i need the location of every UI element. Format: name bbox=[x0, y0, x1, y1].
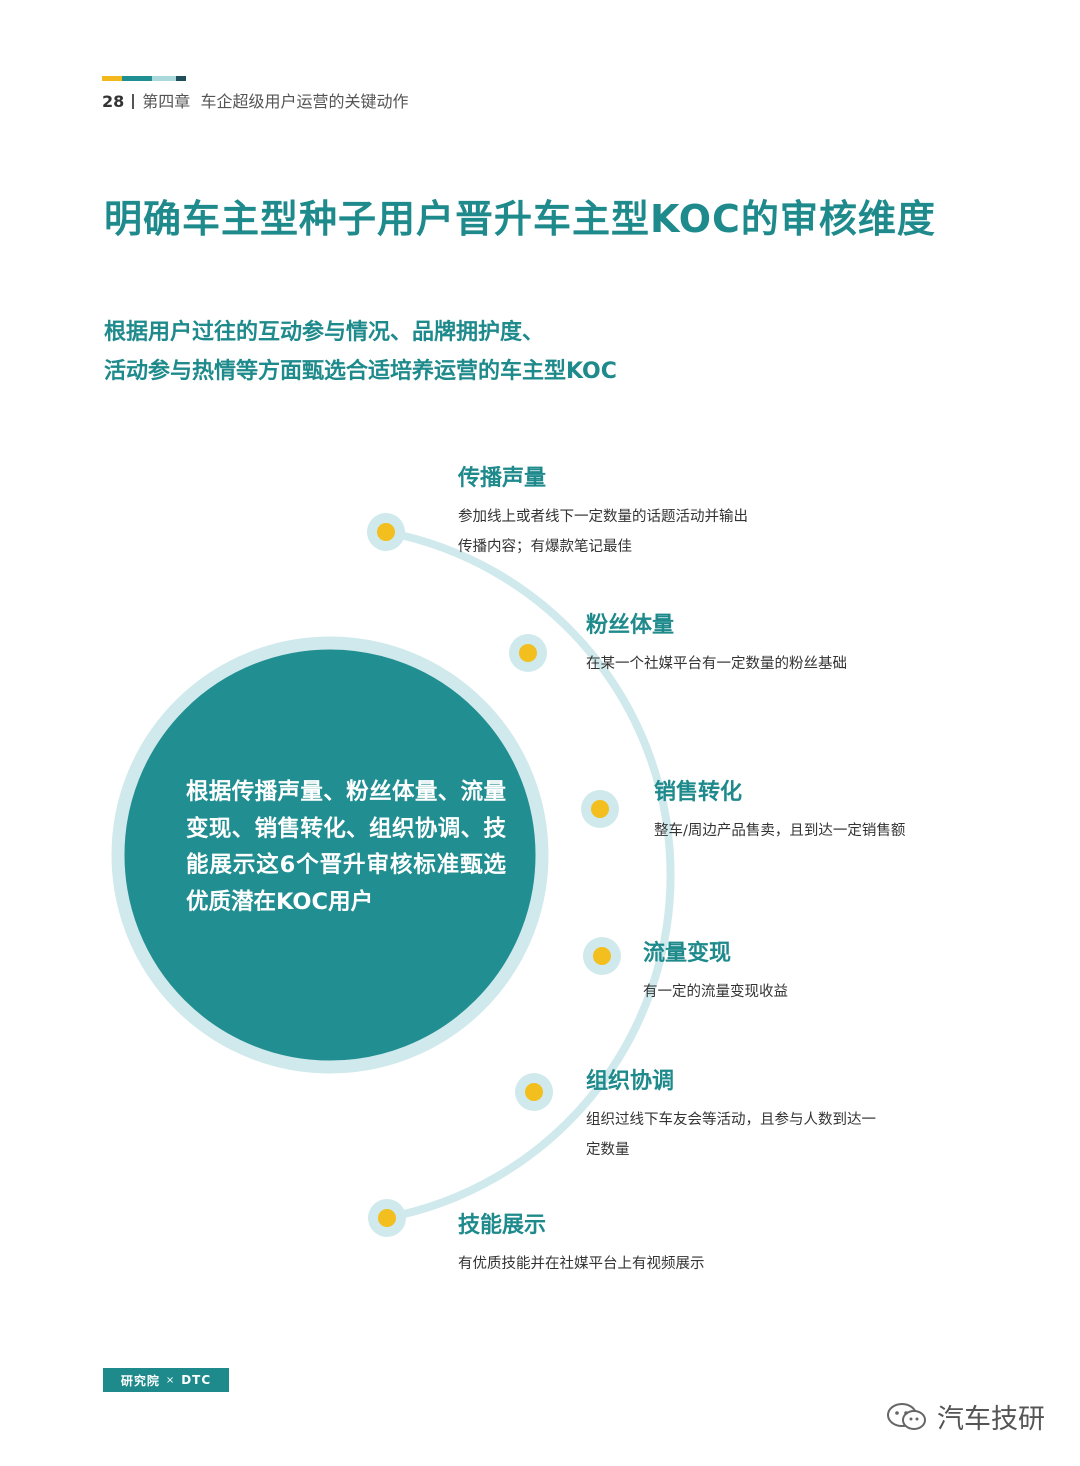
criterion-1-title: 传播声量 bbox=[458, 466, 547, 491]
criterion-4-desc-line-1: 有一定的流量变现收益 bbox=[643, 984, 788, 1000]
criterion-marker-6 bbox=[368, 1199, 406, 1237]
criterion-2: 粉丝体量 在某一个社媒平台有一定数量的粉丝基础 bbox=[586, 607, 847, 679]
criterion-marker-3 bbox=[581, 790, 619, 828]
criterion-4-title: 流量变现 bbox=[643, 941, 732, 966]
criterion-2-title: 粉丝体量 bbox=[586, 613, 675, 638]
criterion-6-desc-line-1: 有优质技能并在社媒平台上有视频展示 bbox=[458, 1256, 705, 1272]
chapter-label: 第四章 bbox=[142, 92, 191, 111]
criterion-2-desc-line-1: 在某一个社媒平台有一定数量的粉丝基础 bbox=[586, 656, 847, 672]
criterion-5-title: 组织协调 bbox=[586, 1069, 675, 1094]
criterion-marker-4 bbox=[583, 937, 621, 975]
criterion-3-desc-line-1: 整车/周边产品售卖，且到达一定销售额 bbox=[654, 823, 906, 839]
header-accent-bar bbox=[102, 76, 186, 81]
criterion-4: 流量变现 有一定的流量变现收益 bbox=[643, 935, 788, 1007]
criterion-6: 技能展示 有优质技能并在社媒平台上有视频展示 bbox=[458, 1207, 705, 1279]
center-circle bbox=[111, 636, 549, 1074]
criterion-1: 传播声量 参加线上或者线下一定数量的话题活动并输出 传播内容；有爆款笔记最佳 bbox=[458, 460, 748, 562]
criterion-marker-2 bbox=[509, 634, 547, 672]
footer-logo-separator: × bbox=[165, 1374, 176, 1386]
criterion-marker-1 bbox=[367, 513, 405, 551]
watermark-text: 汽车技研 bbox=[937, 1404, 1045, 1435]
subtitle-line-1: 根据用户过往的互动参与情况、品牌拥护度、 bbox=[104, 320, 545, 345]
criterion-6-title: 技能展示 bbox=[458, 1213, 547, 1238]
chapter-header: 28 第四章 车企超级用户运营的关键动作 bbox=[102, 88, 408, 112]
watermark: 汽车技研 bbox=[885, 1397, 1045, 1436]
criteria-arc bbox=[385, 528, 675, 1222]
criterion-1-desc-line-1: 参加线上或者线下一定数量的话题活动并输出 bbox=[458, 509, 748, 525]
criterion-5: 组织协调 组织过线下车友会等活动，且参与人数到达一 定数量 bbox=[586, 1063, 876, 1165]
page-number: 28 bbox=[102, 92, 125, 111]
footer-logo-left: 研究院 bbox=[120, 1373, 160, 1388]
criterion-3: 销售转化 整车/周边产品售卖，且到达一定销售额 bbox=[654, 774, 905, 846]
criterion-marker-5 bbox=[515, 1073, 553, 1111]
page-title: 明确车主型种子用户晋升车主型KOC的审核维度 bbox=[104, 197, 936, 241]
wechat-icon bbox=[887, 1402, 926, 1430]
criterion-3-title: 销售转化 bbox=[654, 780, 743, 805]
criterion-5-desc-line-2: 定数量 bbox=[586, 1142, 630, 1158]
criterion-1-desc-line-2: 传播内容；有爆款笔记最佳 bbox=[458, 539, 632, 555]
footer-logo: 研究院 × DTC bbox=[103, 1368, 229, 1392]
subtitle-line-2: 活动参与热情等方面甄选合适培养运营的车主型KOC bbox=[104, 359, 617, 384]
center-summary-text: 根据传播声量、粉丝体量、流量变现、销售转化、组织协调、技能展示这6个晋升审核标准… bbox=[186, 779, 506, 915]
chapter-title: 车企超级用户运营的关键动作 bbox=[200, 92, 409, 111]
criterion-5-desc-line-1: 组织过线下车友会等活动，且参与人数到达一 bbox=[586, 1112, 876, 1128]
footer-logo-right: DTC bbox=[181, 1373, 212, 1387]
